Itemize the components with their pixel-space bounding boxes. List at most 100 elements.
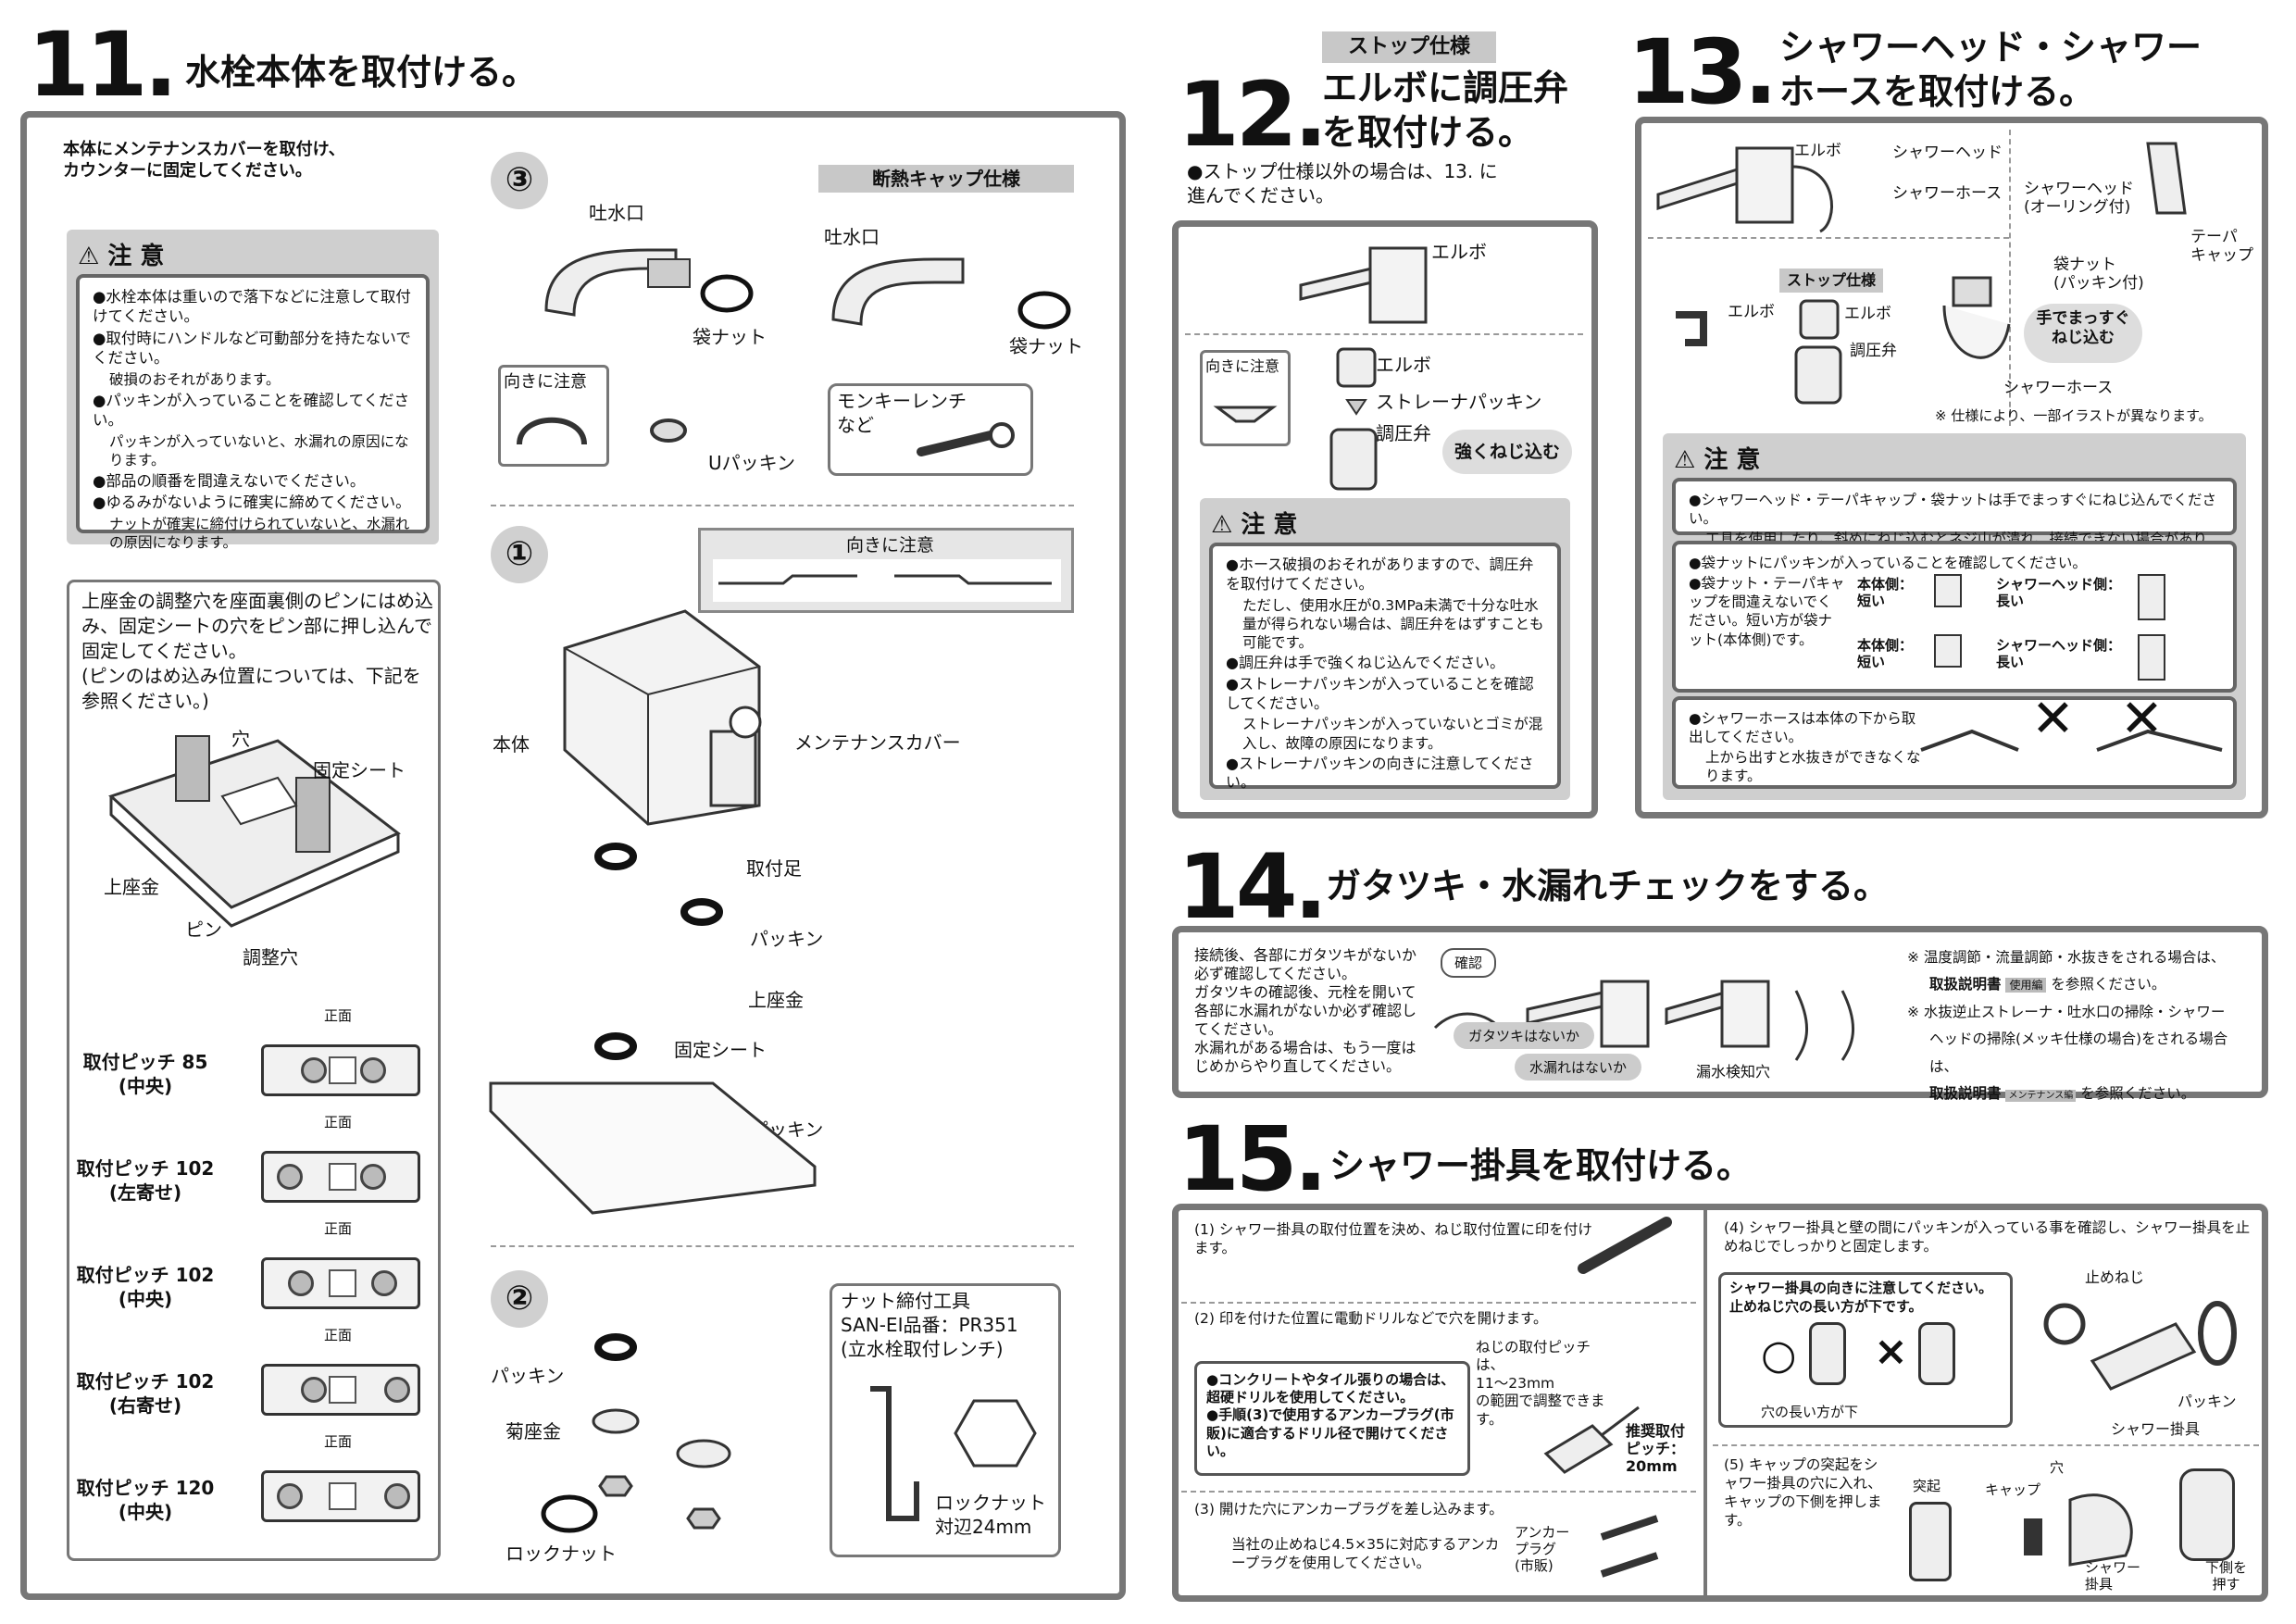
head-side-long-2: シャワーヘッド側： 長い — [1996, 637, 2122, 670]
u-packing-illustration — [650, 418, 687, 443]
step-12-title: エルボに調圧弁 を取付ける。 — [1322, 68, 1569, 153]
step-15-s5: (5) キャップの突起をシャワー掛具の穴に入れ、キャップの下側を押します。 — [1724, 1456, 1882, 1530]
step-12-caution-list: ●ホース破損のおそれがありますので、調圧弁を取付けてください。 ただし、使用水圧… — [1209, 543, 1561, 791]
note-text: ※ 水抜逆止ストレーナ・吐水口の掃除・シャワー — [1907, 1003, 2226, 1020]
label-elbow-13: エルボ — [1794, 142, 1841, 160]
label-fix-sheet: 固定シート — [313, 759, 406, 781]
stop-spec-badge: ストップ仕様 — [1322, 31, 1496, 63]
label-maintenance-cover: メンテナンスカバー — [794, 731, 961, 754]
illust-note: ※ 仕様により、一部イラストが異なります。 — [1935, 407, 2213, 424]
caution-item: ●パッキンが入っていることを確認してください。 — [93, 391, 410, 430]
marking-pen-illustration — [1578, 1217, 1672, 1274]
divider — [1185, 333, 1583, 335]
label-long-hole-down: 穴の長い方が下 — [1761, 1404, 1859, 1420]
label-adjust-hole: 調整穴 — [243, 946, 298, 968]
rotate-arrow-icon — [700, 274, 754, 313]
orientation-holder-box — [1718, 1272, 2013, 1428]
hand-tight-badge: 手でまっすぐ ねじ込む — [2024, 304, 2142, 363]
step-circle-3: ③ — [491, 152, 548, 209]
step-15-s2: (2) 印を付けた位置に電動ドリルなどで穴を開けます。 — [1194, 1310, 1548, 1327]
pressure-valve-illustration — [1329, 347, 1378, 491]
manual-ref: 取扱説明書 — [1929, 1085, 2002, 1103]
orientation-box — [498, 365, 609, 467]
caution-13-c: ●シャワーホースは本体の下から取出してください。 上から出すと水抜きができなくな… — [1672, 696, 2237, 789]
label-protrusion: 突起 — [1913, 1478, 1941, 1494]
label-mount-leg: 取付足 — [746, 857, 802, 880]
front-label: 正面 — [323, 1327, 352, 1343]
label-hole: 穴 — [231, 728, 250, 750]
label-bag-nut: 袋ナット — [693, 326, 767, 348]
divider — [1181, 1302, 1696, 1304]
monkey-wrench-box — [828, 383, 1033, 476]
front-label: 正面 — [323, 1007, 352, 1024]
pitch-label: 取付ピッチ 102 — [76, 1264, 215, 1286]
wrench-icon — [917, 422, 1015, 456]
step-11-caution-list: ●水栓本体は重いので落下などに注意して取付けてください。 ●取付時にハンドルなど… — [76, 274, 430, 551]
caution-title: 注 意 — [1703, 446, 1761, 474]
spout-illustration — [544, 248, 691, 317]
label-shower-hose-13b: シャワーホース — [2003, 379, 2114, 397]
label-leak-check-hole: 漏水検知穴 — [1696, 1063, 1771, 1081]
pitch-102-left: 取付ピッチ 102(左寄せ) — [76, 1156, 215, 1205]
step-15-title: シャワー掛具を取付ける。 — [1329, 1145, 1753, 1186]
insulated-cap-band: 断熱キャップ仕様 — [818, 165, 1074, 193]
holder-ok-icon — [1809, 1322, 1846, 1385]
pitch-sub: (左寄せ) — [108, 1181, 182, 1204]
label-fix-sheet-2: 固定シート — [674, 1039, 767, 1061]
front-label: 正面 — [323, 1220, 352, 1237]
label-hole-15: 穴 — [2050, 1459, 2065, 1476]
label-taper-cap: テーパ キャップ — [2190, 228, 2253, 266]
head-side-long-1: シャワーヘッド側： 長い — [1996, 576, 2122, 609]
step-15-number: 15. — [1178, 1107, 1328, 1211]
label-upper-washer: 上座金 — [104, 876, 159, 898]
upper-washer-plate-illustration — [108, 735, 401, 928]
step-13-title: シャワーヘッド・シャワー ホースを取付ける。 — [1779, 27, 2202, 112]
step-14-text: 接続後、各部にガタツキがないか必ず確認してください。 ガタツキの確認後、元栓を開… — [1194, 946, 1417, 1075]
caution-title: 注 意 — [107, 243, 165, 270]
counter-plate — [489, 1081, 817, 1215]
insulated-spout-illustration — [831, 257, 965, 326]
front-label: 正面 — [323, 1433, 352, 1450]
label-pressure-valve: 調圧弁 — [1376, 422, 1431, 444]
elbow-icon — [1676, 311, 1707, 346]
label-shower-holder-2: シャワー 掛具 — [2085, 1559, 2141, 1593]
lower-parts — [592, 1408, 731, 1530]
step-12-note: ●ストップ仕様以外の場合は、13. に 進んでください。 — [1187, 160, 1498, 206]
caution-13-a: ●シャワーヘッド・テーパキャップ・袋ナットは手でまっすぐにねじ込んでください。 … — [1672, 478, 2237, 566]
caution-item: ●袋ナットにパッキンが入っていることを確認してください。 — [1689, 555, 2087, 571]
hand-nut-illustration — [1942, 276, 2011, 359]
caution-item: ●シャワーヘッド・テーパキャップ・袋ナットは手でまっすぐにねじ込んでください。 — [1689, 492, 2216, 528]
label-shower-head-oring: シャワーヘッド (オーリング付) — [2024, 180, 2134, 218]
holder-orientation-note: シャワー掛具の向きに注意してください。 止めねじ穴の長い方が下です。 — [1729, 1280, 1993, 1315]
nut-compare-illustration — [1934, 574, 2165, 681]
orientation-note-12: 向きに注意 — [1205, 357, 1280, 375]
caution-item: ●ゆるみがないように確実に締めてください。 — [93, 493, 411, 512]
screw-pitch-note: ねじの取付ピッチは、 11～23mm の範囲で調整できます。 — [1476, 1339, 1605, 1428]
stop-spec-band-13: ストップ仕様 — [1779, 269, 1883, 293]
caution-item: ●袋ナット・テーパキャップを間違えないでください。短い方が袋ナット(本体側)です… — [1689, 575, 1845, 648]
step-12-number: 12. — [1178, 63, 1328, 167]
label-u-packing: Uパッキン — [708, 452, 796, 474]
label-lock-nut-size: ロックナット 対辺24mm — [935, 1492, 1046, 1538]
no-leak-pill: 水漏れはないか — [1515, 1054, 1642, 1081]
note-text: を参照ください。 — [2051, 976, 2166, 993]
drill-note-1: ●コンクリートやタイル張りの場合は、超硬ドリルを使用してください。 — [1206, 1371, 1455, 1406]
pitch-sub: (中央) — [118, 1075, 173, 1097]
pitch-120: 取付ピッチ 120(中央) — [76, 1476, 215, 1524]
caution-item: ナットが確実に締付けられていないと、水漏れの原因になります。 — [109, 515, 410, 552]
pitch-102-center: 取付ピッチ 102(中央) — [76, 1263, 215, 1311]
label-spout-2: 吐水口 — [824, 226, 880, 248]
maintenance-tag: メンテナンス編 — [2005, 1090, 2077, 1103]
pitch-label: 取付ピッチ 120 — [76, 1477, 215, 1499]
hex-nut-icon — [954, 1399, 1037, 1468]
manual-ref: 取扱説明書 — [1929, 976, 2002, 993]
holder-front-icon — [2179, 1468, 2235, 1561]
pin-instruction-box — [67, 580, 441, 1561]
label-stop-screw: 止めねじ — [2085, 1268, 2145, 1286]
caution-item: 破損のおそれがあります。 — [109, 370, 281, 388]
no-wobble-pill: ガタツキはないか — [1454, 1022, 1595, 1049]
label-pin: ピン — [185, 918, 222, 941]
step-15-s1: (1) シャワー掛具の取付位置を決め、ねじ取付位置に印を付けます。 — [1194, 1221, 1592, 1257]
caution-item: ●ストレーナパッキンが入っていることを確認してください。 — [1226, 674, 1534, 712]
pitch-plate-102-right — [261, 1364, 420, 1416]
